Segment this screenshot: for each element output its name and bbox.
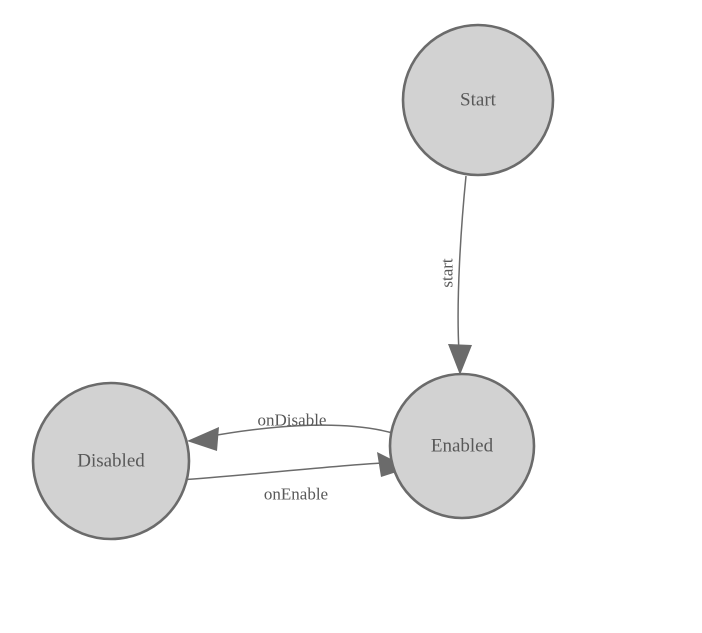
- state-node-disabled[interactable]: Disabled: [31, 381, 191, 541]
- state-node-start[interactable]: Start: [401, 23, 555, 177]
- state-label-enabled: Enabled: [431, 436, 494, 457]
- state-circle-enabled[interactable]: [388, 372, 536, 520]
- state-label-start: Start: [460, 90, 497, 111]
- transition-disabled-to-enabled[interactable]: onEnable: [179, 452, 409, 504]
- transition-label-start: start: [438, 258, 457, 288]
- arrowhead-into-disabled: [187, 427, 219, 451]
- state-node-enabled[interactable]: Enabled: [388, 372, 536, 520]
- edge-path-disabled-to-enabled: [179, 462, 383, 481]
- transition-start-to-enabled[interactable]: start: [438, 175, 473, 375]
- state-circle-disabled[interactable]: [31, 381, 191, 541]
- edge-path-enabled-to-disabled: [205, 424, 397, 438]
- state-label-disabled: Disabled: [77, 451, 145, 472]
- state-circle-start[interactable]: [401, 23, 555, 177]
- transition-label-ondisable: onDisable: [258, 411, 327, 430]
- transition-label-onenable: onEnable: [264, 485, 328, 504]
- arrowhead-into-enabled-from-start: [448, 344, 472, 375]
- transition-enabled-to-disabled[interactable]: onDisable: [187, 411, 397, 452]
- edge-path-start-to-enabled: [457, 175, 467, 353]
